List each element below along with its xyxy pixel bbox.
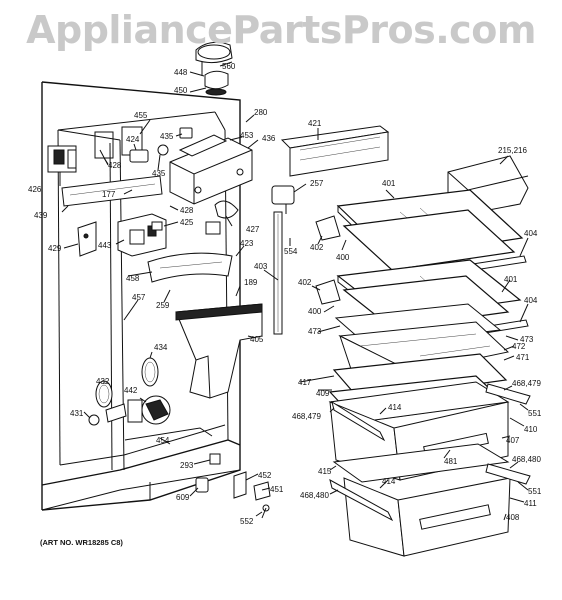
part-label: 454 [156,436,170,445]
part-label: 424 [126,135,140,144]
part-label: 552 [240,517,254,526]
part-label: 403 [254,262,268,271]
part-label: 417 [298,378,312,387]
part-label: 432 [96,377,110,386]
part-label: 423 [240,239,254,248]
part-label: 448 [174,68,188,77]
part-label: 402 [298,278,312,287]
part-label: 259 [156,301,170,310]
lower-crisper-drawer [329,443,531,557]
part-label: 405 [250,335,264,344]
part-label: 468,479 [512,379,541,388]
part-label: 411 [524,499,537,508]
part-label: 450 [174,86,188,95]
part-label: 455 [134,111,148,120]
part-label: 215,216 [498,146,527,155]
part-label: 257 [310,179,324,188]
air-duct [175,303,263,399]
air-deflector [147,252,233,283]
part-label: 401 [504,275,518,284]
part-label: 551 [528,487,542,496]
vertical-rail [273,211,283,335]
part-label: 407 [506,436,520,445]
part-label: 402 [310,243,324,252]
part-label: 481 [444,457,458,466]
part-labels: 455 448 560 450 280 421 453 436 435 424 … [28,62,542,526]
part-label: 426 [28,185,42,194]
part-label: 453 [240,131,254,140]
switch-parts [99,127,193,166]
small-hardware [195,453,271,519]
part-label: 435 [160,132,174,141]
leader-lines [59,61,529,521]
shelf-trim-439 [61,175,163,207]
part-label: 473 [308,327,322,336]
light-and-socket [88,357,171,426]
damper-bracket [47,145,77,173]
part-label: 400 [308,307,322,316]
part-label: 434 [154,343,168,352]
thermistor-parts [151,185,295,235]
art-number: (ART NO. WR18285 C8) [40,538,123,547]
part-label: 458 [126,274,140,283]
mounting-brackets [77,213,167,257]
part-label: 409 [316,389,330,398]
part-label: 435 [152,169,166,178]
part-label: 431 [70,409,84,418]
part-label: 293 [180,461,194,470]
part-label: 401 [382,179,396,188]
part-label: 473 [520,335,534,344]
part-label: 404 [524,296,538,305]
part-label: 436 [262,134,276,143]
part-label: 443 [98,241,112,250]
part-label: 428 [180,206,194,215]
part-label: 421 [308,119,322,128]
part-label: 428 [108,161,122,170]
control-housing [169,134,253,205]
part-label: 400 [336,253,350,262]
part-label: 408 [506,513,520,522]
part-label: 554 [284,247,298,256]
knob-assembly [195,41,233,96]
part-label: 471 [516,353,530,362]
upper-glass-shelf [315,189,527,277]
part-label: 442 [124,386,138,395]
part-label: 468,480 [512,455,541,464]
part-label: 429 [48,244,62,253]
part-label: 468,479 [292,412,321,421]
part-label: 280 [254,108,268,117]
part-label: 415 [318,467,332,476]
part-label: 457 [132,293,146,302]
part-label: 410 [524,425,538,434]
part-label: 452 [258,471,272,480]
light-shield-channel [280,125,390,177]
part-label: 189 [244,278,258,287]
part-label: 472 [512,342,526,351]
part-label: 414 [388,403,402,412]
part-label: 427 [246,225,260,234]
part-label: 439 [34,211,48,220]
part-label: 551 [528,409,542,418]
part-label: 177 [102,190,116,199]
part-label: 560 [222,62,236,71]
part-label: 468,480 [300,491,329,500]
part-label: 404 [524,229,538,238]
part-label: 425 [180,218,194,227]
part-label: 414 [382,477,396,486]
part-label: 609 [176,493,190,502]
part-label: 451 [270,485,284,494]
